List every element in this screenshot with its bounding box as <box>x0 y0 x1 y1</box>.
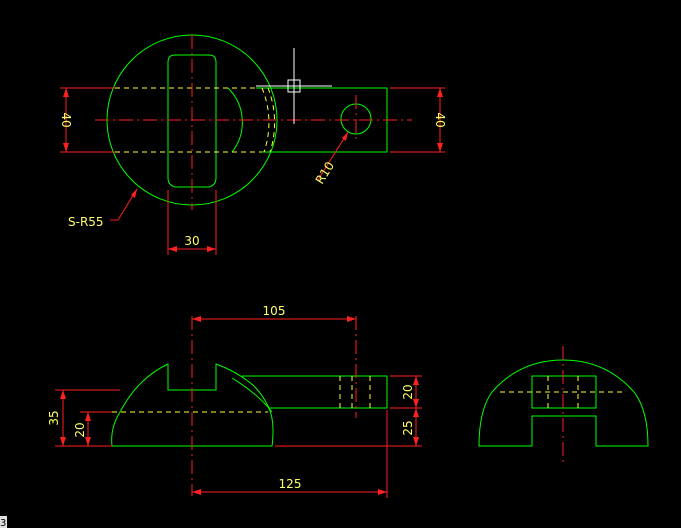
slot-outline <box>167 54 217 188</box>
top-view: 40 40 30 R10 S-R55 <box>59 34 447 255</box>
dim-top-bottom-text: 30 <box>184 234 199 248</box>
dim-front-bottom-text: 125 <box>279 477 302 491</box>
dim-front-left-outer-text: 35 <box>47 410 61 425</box>
dim-front-top-text: 105 <box>263 304 286 318</box>
crosshair-cursor-icon <box>256 48 332 124</box>
front-body-outline <box>111 363 274 447</box>
dim-top-right-text: 40 <box>433 112 447 127</box>
dim-top-left-text: 40 <box>59 112 73 127</box>
recess-arc <box>227 87 243 153</box>
dim-front-left-inner-text: 20 <box>73 422 87 437</box>
dim-front-right-lower-text: 25 <box>401 420 415 435</box>
arm-cut-arc <box>231 377 273 413</box>
dim-front-right-upper-text: 20 <box>401 384 415 399</box>
front-arm-outline <box>242 375 388 409</box>
front-view: 105 125 35 20 20 25 <box>47 304 422 498</box>
side-body-outline <box>478 359 649 447</box>
side-view <box>478 346 649 462</box>
radius-hole-label: R10 <box>313 159 337 186</box>
sphere-radius-label: S-R55 <box>68 215 104 229</box>
corner-glyph: 3 <box>0 518 6 528</box>
